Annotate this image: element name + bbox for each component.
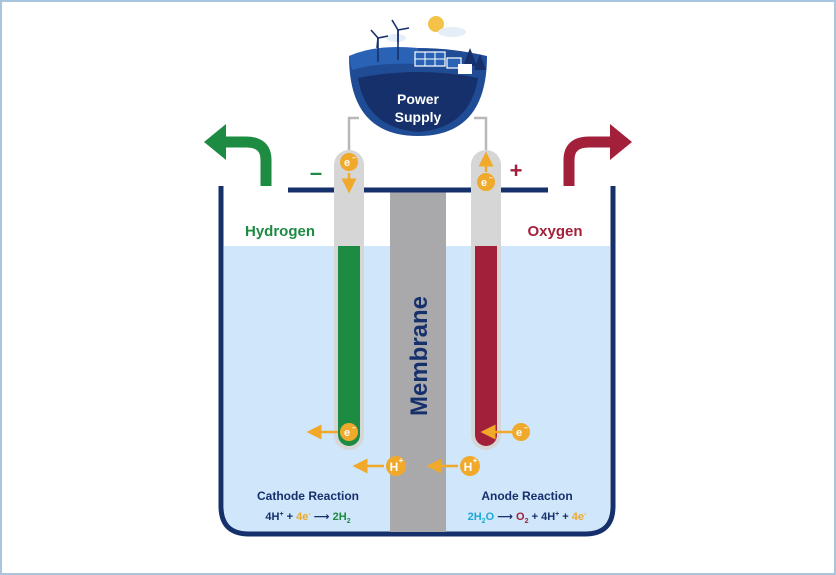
hydrogen-label: Hydrogen [245, 223, 315, 240]
power-wire [347, 116, 488, 150]
membrane-label: Membrane [406, 296, 433, 416]
cathode-electrode [334, 150, 364, 450]
proton-left: H + [352, 456, 406, 476]
cathode-bottom-electron: e – [306, 423, 358, 441]
electron-symbol: e [516, 427, 522, 439]
proton-right: H + [426, 456, 480, 476]
electron-charge: – [489, 175, 493, 182]
proton-charge: + [473, 456, 478, 465]
cloud-icon [438, 27, 466, 37]
proton-symbol: H [464, 460, 473, 474]
anode-sign: + [510, 158, 523, 183]
oxygen-arrow-icon [563, 136, 612, 186]
anode-reaction-title: Anode Reaction [481, 489, 572, 503]
power-supply-line2: Supply [395, 109, 442, 125]
cathode-reaction-title: Cathode Reaction [257, 489, 359, 503]
anode-electrode [471, 150, 501, 450]
electron-symbol: e [344, 427, 350, 439]
proton-symbol: H [390, 460, 399, 474]
hydrogen-arrow-icon [222, 136, 272, 186]
electron-charge: – [524, 425, 528, 432]
anode-top-electron: e – [477, 151, 495, 191]
proton-charge: + [399, 456, 404, 465]
power-supply: Power Supply [349, 16, 487, 136]
solar-panel-icon [414, 51, 462, 69]
cathode-sign: – [310, 160, 322, 185]
electrolyzer-tank [218, 186, 616, 537]
wind-turbine-icon [370, 19, 410, 62]
electron-symbol: e [344, 157, 350, 169]
anode-bottom-electron: e – [480, 423, 530, 441]
sun-icon [428, 16, 444, 32]
power-supply-line1: Power [397, 91, 440, 107]
electron-symbol: e [481, 177, 487, 189]
electron-charge: – [352, 425, 356, 432]
tree-icon [458, 48, 486, 74]
cathode-reaction-equation: 4H+ + 4e- ⟶ 2H2 [265, 511, 350, 525]
anode-reaction-equation: 2H2O ⟶ O2 + 4H+ + 4e- [468, 511, 587, 525]
oxygen-label: Oxygen [527, 223, 582, 240]
cathode-top-electron: e – [340, 153, 358, 194]
electron-charge: – [352, 155, 356, 162]
